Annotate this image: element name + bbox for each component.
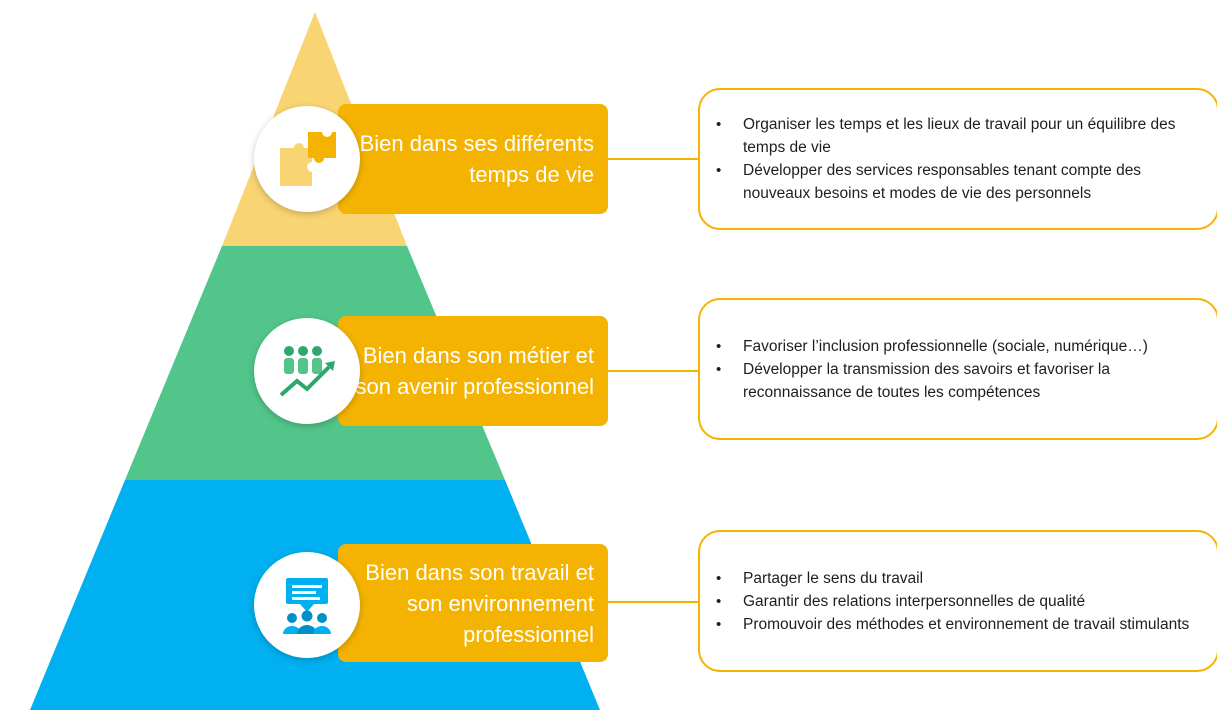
bullet-item: Favoriser l’inclusion professionnelle (s… [716,335,1203,358]
tier-label-job-and-career: Bien dans son métier et son avenir profe… [338,316,608,426]
bullet-item: Partager le sens du travail [716,567,1189,590]
tier-label-line: Bien dans son travail et [365,559,594,585]
team-growth-icon [279,346,335,397]
bullet-item: Développer des services responsables ten… [716,159,1203,205]
connector-line-bottom [600,601,700,603]
tier-label-line: Bien dans ses différents [359,131,594,156]
tier-label-time-of-life: Bien dans ses différents temps de vie [338,104,608,214]
tier-description-box: Partager le sens du travail Garantir des… [698,530,1217,672]
bullet-item: Organiser les temps et les lieux de trav… [716,113,1203,159]
tier-icon-circle [254,552,360,658]
tier-label-line: son avenir professionnel [355,374,594,399]
puzzle-icon [280,132,336,186]
bullet-item: Développer la transmission des savoirs e… [716,358,1203,404]
tier-description-box: Organiser les temps et les lieux de trav… [698,88,1217,230]
tier-label-line: son environnement [406,590,594,616]
team-communication-icon [283,578,331,634]
tier-icon-circle [254,318,360,424]
tier-label-work-environment: Bien dans son travail et son environneme… [338,544,608,662]
tier-label-line: Bien dans son métier et [362,343,594,368]
tier-label-line: temps de vie [469,162,594,187]
tier-label-line: professionnel [463,621,594,647]
connector-line-top [600,158,700,160]
connector-line-middle [600,370,700,372]
tier-icon-circle [254,106,360,212]
bullet-item: Garantir des relations interpersonnelles… [716,590,1189,613]
bullet-item: Promouvoir des méthodes et environnement… [716,613,1189,636]
tier-description-box: Favoriser l’inclusion professionnelle (s… [698,298,1217,440]
